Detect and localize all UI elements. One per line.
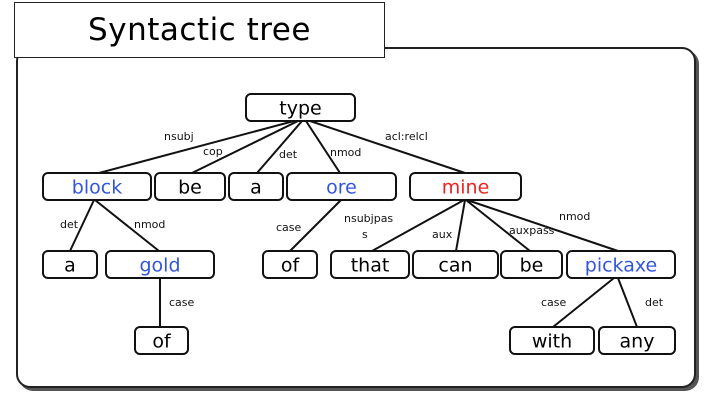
- node-box-of2: [134, 326, 189, 355]
- diagram-title: Syntactic tree: [88, 12, 311, 48]
- edge-label-nsubjpass-1: s: [362, 228, 368, 241]
- edge-label-nmod: nmod: [330, 146, 361, 159]
- node-box-a2: [42, 250, 98, 279]
- node-label-be1: be: [178, 177, 202, 199]
- edge-pickaxe-any: [617, 277, 638, 328]
- edge-label-nsubjpass-0: nsubjpas: [344, 212, 393, 225]
- node-box-mine: [409, 172, 522, 201]
- edge-mine-be2: [465, 199, 531, 252]
- node-box-gold: [105, 250, 215, 279]
- edge-mine-pickaxe: [466, 199, 619, 252]
- node-box-ore: [286, 172, 397, 201]
- node-box-can: [412, 250, 499, 279]
- edge-label-nsubj: nsubj: [164, 130, 194, 143]
- edge-label-nmod: nmod: [134, 218, 165, 231]
- title-box: Syntactic tree: [14, 2, 385, 58]
- edge-block-gold: [94, 199, 160, 252]
- edge-mine-that: [371, 199, 465, 252]
- node-label-mine: mine: [442, 177, 490, 199]
- node-label-pickaxe: pickaxe: [585, 255, 657, 277]
- node-label-with: with: [532, 331, 572, 353]
- edge-pickaxe-with: [552, 277, 615, 328]
- node-box-type: [245, 93, 356, 122]
- node-box-of1: [262, 250, 318, 279]
- node-box-pickaxe: [566, 250, 676, 279]
- node-label-type: type: [279, 98, 321, 120]
- node-label-gold: gold: [139, 255, 180, 277]
- edge-label-aux: aux: [432, 228, 453, 241]
- edge-label-acl-relcl: acl:relcl: [385, 130, 428, 143]
- node-box-be2: [500, 250, 563, 279]
- edge-mine-can: [455, 199, 466, 252]
- node-box-with: [509, 326, 595, 355]
- node-box-block: [42, 172, 152, 201]
- edge-type-a1: [256, 120, 303, 174]
- edge-label-det: det: [645, 296, 664, 309]
- node-label-of2: of: [152, 331, 172, 353]
- node-label-can: can: [438, 255, 472, 277]
- node-box-be1: [154, 172, 226, 201]
- node-label-a2: a: [64, 255, 76, 277]
- edge-label-case: case: [276, 221, 302, 234]
- edge-block-a2: [69, 199, 95, 252]
- node-label-ore: ore: [326, 177, 357, 199]
- edge-label-det: det: [60, 218, 79, 231]
- node-label-that: that: [351, 255, 390, 277]
- edge-label-cop: cop: [203, 145, 223, 158]
- edge-type-mine: [309, 120, 466, 174]
- node-label-a1: a: [250, 177, 262, 199]
- node-label-of1: of: [281, 255, 301, 277]
- node-box-that: [330, 250, 410, 279]
- node-label-be2: be: [520, 255, 544, 277]
- edge-label-det: det: [279, 148, 298, 161]
- edge-type-block: [98, 120, 295, 174]
- edge-label-nmod: nmod: [559, 210, 590, 223]
- edge-type-be1: [191, 120, 299, 174]
- edge-label-case: case: [541, 296, 567, 309]
- edge-label-auxpass: auxpass: [509, 224, 555, 237]
- node-label-block: block: [72, 177, 122, 199]
- node-box-any: [598, 326, 676, 355]
- edge-label-case: case: [169, 296, 195, 309]
- node-label-any: any: [620, 331, 655, 353]
- edge-ore-of1: [289, 199, 342, 252]
- edge-type-ore: [305, 120, 341, 174]
- node-box-a1: [228, 172, 284, 201]
